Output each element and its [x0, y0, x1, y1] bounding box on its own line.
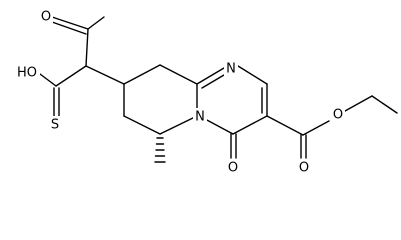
bond-ch-to-ring — [85, 65, 125, 85]
bond-thiocarbon-hydroxyl — [39, 73, 57, 87]
bond-acetyl-to-ch — [85, 28, 89, 67]
bond-ring-n-c6 — [159, 115, 198, 135]
bond-ring-c8-c9 — [123, 64, 161, 85]
bond-ether-oxygen-to-ch2 — [344, 95, 373, 112]
atom-oxygen-ester-carbonyl: O — [299, 161, 309, 176]
bond-acetyl-carbonyl-double — [51, 21, 87, 35]
bond-ethyl-ch2-ch3 — [371, 95, 398, 114]
bond-c3-ester-carbon — [266, 115, 304, 136]
bond-n1-c2 — [237, 65, 268, 85]
bonds — [39, 16, 398, 163]
bond-c3-c4 — [232, 115, 268, 135]
bond-acetyl-carbonyl — [51, 16, 89, 30]
bond-ring-c6-c7 — [123, 115, 161, 135]
bond-ester-to-ether-oxygen — [302, 120, 330, 136]
atom-sulfur-thione: S — [51, 118, 59, 133]
atom-nitrogen-pyrimidine: N — [226, 62, 236, 77]
bond-ring-c9-c9a — [159, 64, 198, 85]
molecule-structure-diagram: O HO N N S O O O — [14, 8, 398, 177]
stereo-methyl-hashed-bond — [154, 137, 166, 163]
bond-ch-to-thiocarbon — [55, 65, 87, 87]
bond-acetyl-methyl — [87, 16, 105, 30]
bond-c9a-n1 — [196, 67, 225, 85]
atom-oxygen-ketone: O — [228, 161, 238, 176]
bond-c4-n — [204, 118, 234, 135]
atom-oxygen-acetyl: O — [41, 10, 51, 25]
atom-hydroxyl: HO — [17, 66, 37, 81]
atom-labels: O HO N N S O O O — [14, 8, 345, 177]
bond-c9a-n1-double — [201, 74, 225, 89]
atom-nitrogen-bridgehead: N — [195, 110, 205, 125]
atom-oxygen-ester-ether: O — [333, 108, 343, 123]
